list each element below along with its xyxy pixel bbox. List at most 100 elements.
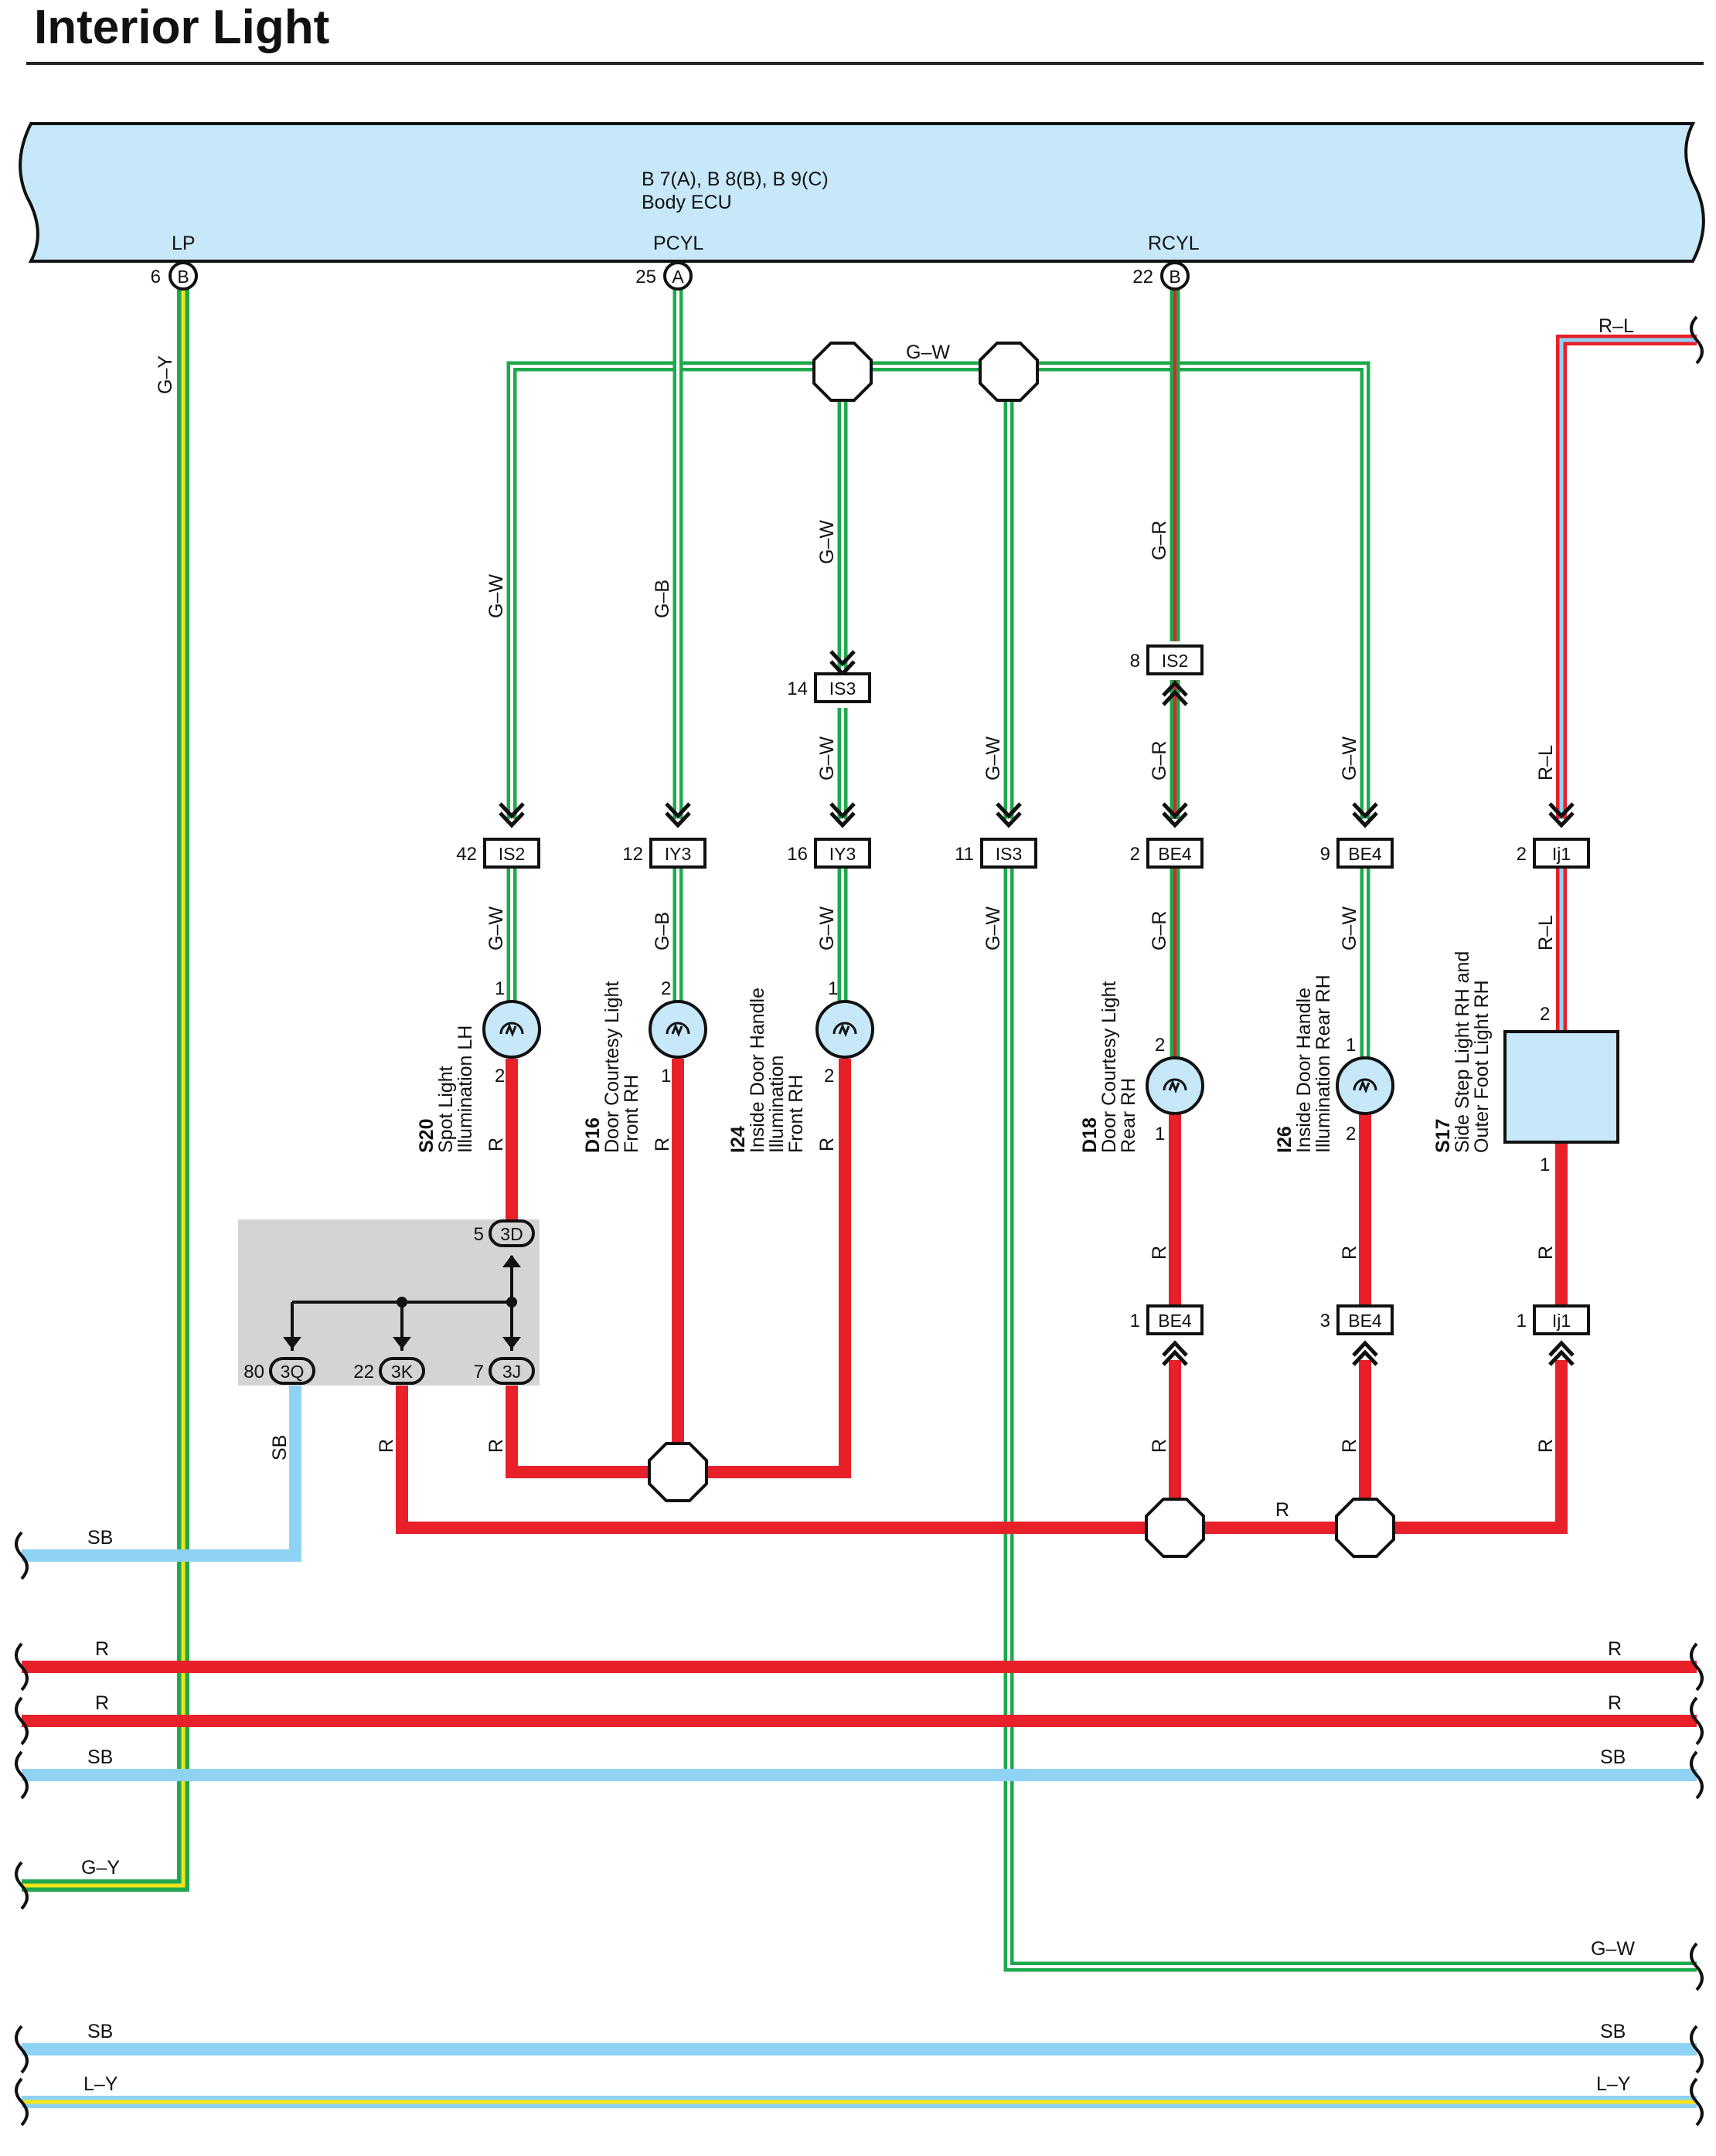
- svg-text:2: 2: [661, 978, 671, 999]
- svg-text:Illumination: Illumination: [766, 1056, 788, 1153]
- terminal-pin: 25: [635, 267, 656, 287]
- svg-text:G–W: G–W: [982, 906, 1004, 950]
- connector-be4c: BE4 1: [1130, 1304, 1204, 1366]
- wire-gy-lp: [22, 276, 189, 1892]
- svg-text:1: 1: [828, 978, 838, 999]
- svg-text:7: 7: [474, 1362, 484, 1382]
- connector-iy3a: IY3 12: [622, 804, 706, 869]
- svg-text:S17: S17: [1432, 1119, 1454, 1153]
- svg-text:Inside Door Handle: Inside Door Handle: [747, 988, 768, 1153]
- svg-text:2: 2: [495, 1066, 505, 1087]
- ecu-terminal-lp: LP B 6: [151, 233, 198, 291]
- svg-text:3D: 3D: [500, 1224, 523, 1244]
- svg-text:Side Step Light RH and: Side Step Light RH and: [1452, 951, 1473, 1153]
- svg-text:G–W: G–W: [485, 906, 507, 950]
- svg-text:2: 2: [1155, 1035, 1165, 1056]
- connector-is2: IS2 42: [456, 804, 540, 869]
- svg-text:G–B: G–B: [652, 912, 673, 950]
- svg-text:BE4: BE4: [1158, 844, 1192, 864]
- svg-text:L–Y: L–Y: [83, 2073, 118, 2095]
- svg-text:I24: I24: [727, 1126, 749, 1153]
- svg-text:Door Courtesy Light: Door Courtesy Light: [601, 981, 623, 1153]
- svg-text:R: R: [485, 1439, 507, 1453]
- svg-text:Rear RH: Rear RH: [1118, 1078, 1139, 1153]
- svg-text:R: R: [1608, 1638, 1622, 1660]
- svg-text:1: 1: [1155, 1124, 1165, 1144]
- connector-be4d: BE4 3: [1320, 1304, 1394, 1366]
- svg-text:Illumination LH: Illumination LH: [455, 1025, 476, 1153]
- title-rule: [26, 62, 1704, 65]
- svg-text:IS2: IS2: [1162, 651, 1189, 671]
- svg-text:R: R: [1535, 1246, 1557, 1260]
- svg-text:SB: SB: [1600, 1746, 1626, 1768]
- svg-text:2: 2: [1130, 844, 1140, 865]
- connector-ij1: Ij1 2: [1517, 804, 1590, 869]
- svg-text:SB: SB: [269, 1435, 291, 1461]
- svg-text:12: 12: [622, 844, 643, 865]
- connector-is3: IS3 11: [955, 804, 1037, 869]
- svg-text:1: 1: [1346, 1035, 1356, 1056]
- connector-iy3b: IY3 16: [787, 804, 871, 869]
- svg-text:9: 9: [1320, 844, 1330, 865]
- connector-is3-top: IS3 14: [787, 651, 871, 703]
- component-s20: 1 2 S20 Spot Light Illumination LH: [416, 978, 541, 1153]
- terminal-signal: LP: [172, 233, 196, 254]
- svg-text:8: 8: [1130, 651, 1140, 672]
- component-i26: 1 2 I26 Inside Door Handle Illumination …: [1274, 974, 1394, 1153]
- svg-text:L–Y: L–Y: [1596, 2073, 1631, 2095]
- svg-text:R: R: [1339, 1439, 1360, 1453]
- svg-text:1: 1: [1517, 1311, 1527, 1331]
- jb-terminal-3q: 3Q 80: [243, 1357, 315, 1385]
- svg-text:R–L: R–L: [1599, 315, 1634, 337]
- component-d16: 2 1 D16 Door Courtesy Light Front RH: [582, 978, 707, 1153]
- svg-text:IY3: IY3: [665, 844, 692, 864]
- svg-text:IY3: IY3: [829, 844, 856, 864]
- svg-text:R: R: [1149, 1439, 1170, 1453]
- svg-text:2: 2: [824, 1066, 834, 1087]
- svg-text:1: 1: [661, 1066, 671, 1087]
- svg-text:D18: D18: [1079, 1117, 1101, 1153]
- svg-text:16: 16: [787, 844, 808, 865]
- svg-text:R: R: [1149, 1246, 1170, 1260]
- page-title: Interior Light: [34, 1, 330, 54]
- svg-text:Ij1: Ij1: [1552, 1311, 1571, 1331]
- wire-sb: [22, 1385, 1697, 2056]
- body-ecu: B 7(A), B 8(B), B 9(C) Body ECU: [19, 122, 1705, 263]
- svg-text:G–R: G–R: [1149, 521, 1170, 560]
- jb-terminal-3k: 3K 22: [353, 1357, 425, 1385]
- svg-text:G–W: G–W: [485, 574, 507, 618]
- svg-text:14: 14: [787, 678, 808, 699]
- connector-ij1b: Ij1 1: [1517, 1304, 1590, 1366]
- terminal-connector: A: [672, 267, 684, 287]
- ecu-terminal-rcyl: RCYL B 22: [1132, 233, 1200, 291]
- svg-text:R: R: [95, 1638, 109, 1660]
- component-s17: 2 1 S17 Side Step Light RH and Outer Foo…: [1432, 951, 1619, 1175]
- svg-text:R–L: R–L: [1535, 915, 1557, 950]
- svg-text:G–R: G–R: [1149, 741, 1170, 780]
- svg-text:G–W: G–W: [982, 736, 1004, 780]
- terminal-signal: RCYL: [1148, 233, 1200, 254]
- svg-text:3K: 3K: [391, 1362, 414, 1382]
- svg-text:IS3: IS3: [829, 678, 856, 699]
- svg-text:R: R: [1535, 1439, 1557, 1453]
- svg-text:R: R: [652, 1138, 673, 1151]
- svg-text:Front RH: Front RH: [621, 1075, 642, 1153]
- svg-text:Ij1: Ij1: [1552, 844, 1571, 864]
- svg-text:G–W: G–W: [816, 736, 838, 780]
- svg-text:Outer Foot Light RH: Outer Foot Light RH: [1471, 980, 1493, 1153]
- svg-text:G–Y: G–Y: [155, 355, 176, 394]
- wire-gw-bus: [506, 361, 1697, 1972]
- svg-text:BE4: BE4: [1158, 1311, 1192, 1331]
- svg-text:BE4: BE4: [1348, 1311, 1382, 1331]
- svg-text:3Q: 3Q: [281, 1362, 305, 1382]
- svg-text:G–W: G–W: [1591, 1938, 1635, 1960]
- svg-text:2: 2: [1540, 1004, 1550, 1025]
- cut-marks: [15, 315, 1704, 2127]
- svg-text:Inside Door Handle: Inside Door Handle: [1293, 988, 1315, 1153]
- svg-text:G–Y: G–Y: [81, 1857, 120, 1879]
- svg-text:R: R: [95, 1692, 109, 1714]
- connector-be4b: BE4 9: [1320, 804, 1394, 869]
- jb-terminal-3d: 3D 5: [474, 1219, 535, 1247]
- svg-text:3: 3: [1320, 1311, 1330, 1331]
- svg-text:R: R: [1339, 1246, 1360, 1260]
